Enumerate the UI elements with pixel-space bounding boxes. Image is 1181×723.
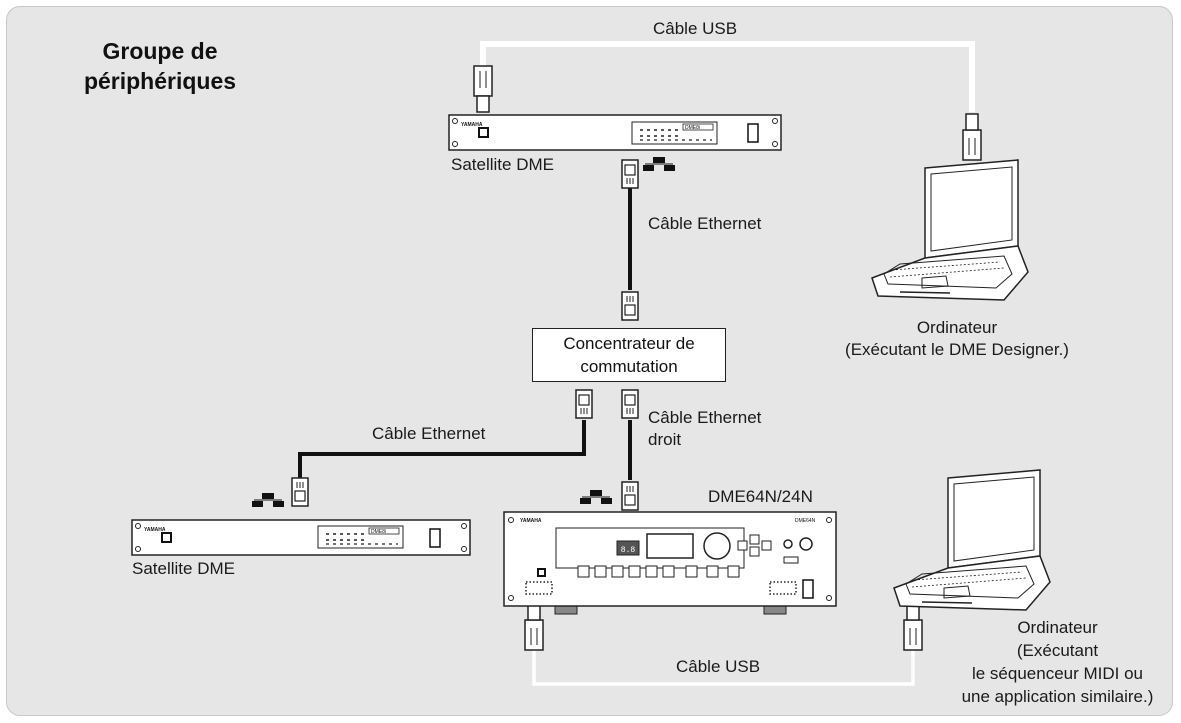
usb-plug-computer-top (962, 113, 982, 161)
svg-text:DME8i: DME8i (371, 529, 386, 535)
satellite-dme-left: YAMAHA DME8i (131, 519, 471, 556)
rj45-satellite-left (291, 477, 309, 507)
network-icon-dme (579, 489, 613, 505)
svg-text:DME8i: DME8i (685, 125, 700, 131)
group-title-line-1: Groupe de (102, 38, 218, 64)
rj45-hub-left (575, 389, 593, 419)
hub-label-line-2: commutation (580, 357, 678, 376)
usb-cable-top (480, 41, 975, 112)
usb-cable-top-label: Câble USB (653, 19, 738, 38)
computer-bottom-line-1: Ordinateur (1017, 618, 1098, 637)
satellite-dme-top: YAMAHA DME8i (448, 114, 782, 151)
network-icon-left (251, 492, 285, 508)
computer-bottom-line-2: (Exécutant (1016, 641, 1099, 660)
switching-hub: Concentrateur de commutation (532, 328, 726, 382)
ethernet-straight-line-1: Câble Ethernet (648, 408, 762, 427)
satellite-left-label: Satellite DME (132, 559, 235, 578)
svg-text:YAMAHA: YAMAHA (461, 122, 483, 128)
computer-bottom-line-3: le séquenceur MIDI ou (971, 664, 1144, 683)
usb-plug-dme (524, 603, 544, 651)
hub-label-line-1: Concentrateur de (563, 334, 695, 353)
rj45-hub-top (621, 291, 639, 321)
dme-main-label: DME64N/24N (708, 487, 813, 506)
usb-plug-satellite (473, 65, 493, 113)
ethernet-cable-left (298, 420, 586, 478)
computer-top-line-1: Ordinateur (916, 318, 998, 337)
group-title-line-2: périphériques (83, 68, 237, 94)
computer-top-label: Ordinateur (Exécutant le DME Designer.) (828, 317, 1086, 361)
rj45-hub-right (621, 389, 639, 419)
ethernet-straight-label: Câble Ethernet droit (648, 407, 761, 451)
laptop-top (871, 159, 1029, 301)
rj45-dme (621, 481, 639, 511)
satellite-top-label: Satellite DME (451, 155, 554, 174)
svg-text:YAMAHA: YAMAHA (520, 518, 542, 524)
dme64n-device: YAMAHA DME64N 8.8 (503, 511, 837, 615)
group-title: Groupe de périphériques (60, 36, 260, 96)
rj45-satellite-top (621, 159, 639, 189)
svg-text:YAMAHA: YAMAHA (144, 527, 166, 533)
computer-top-line-2: (Exécutant le DME Designer.) (845, 340, 1069, 359)
network-icon-top (642, 156, 676, 172)
svg-text:DME64N: DME64N (795, 518, 816, 524)
svg-text:8.8: 8.8 (621, 546, 636, 555)
laptop-bottom (893, 469, 1051, 611)
ethernet-straight-line-2: droit (648, 430, 682, 449)
usb-plug-computer-bottom (903, 603, 923, 651)
ethernet-vertical-label: Câble Ethernet (648, 214, 762, 233)
ethernet-left-label: Câble Ethernet (372, 424, 486, 443)
computer-bottom-line-4: une application similaire.) (961, 687, 1154, 706)
usb-cable-bottom-label: Câble USB (676, 657, 761, 676)
computer-bottom-label: Ordinateur (Exécutant le séquenceur MIDI… (940, 616, 1175, 708)
